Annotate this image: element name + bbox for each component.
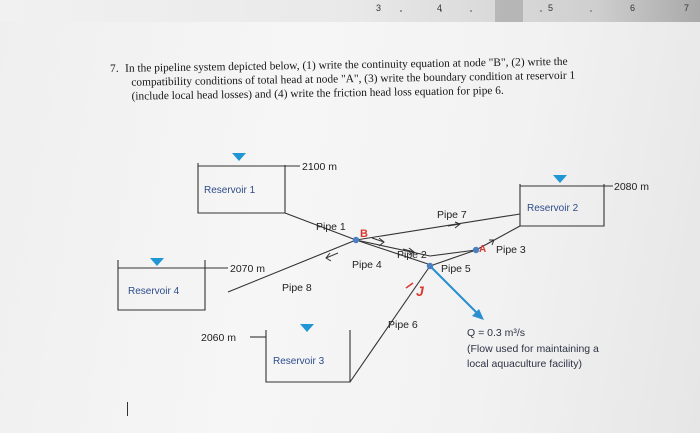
flow-arrow: [325, 252, 339, 262]
reservoir-4: 2070 m Reservoir 4: [117, 258, 265, 311]
flow-arrow: [447, 221, 461, 229]
ruler-tick: [540, 10, 542, 12]
pipe-6: [349, 265, 431, 383]
pipe-3: [475, 225, 521, 251]
reservoir-1-label: Reservoir 1: [204, 185, 256, 196]
node-b-label: B: [360, 228, 368, 240]
text-cursor: [127, 402, 128, 416]
ruler: 3 4 5 6 7: [0, 0, 700, 22]
pipe-6-label: Pipe 6: [388, 319, 418, 331]
reservoir-2: 2080 m Reservoir 2: [519, 175, 649, 227]
flow-note-line-1: (Flow used for maintaining a: [467, 343, 599, 355]
pipe-2-label: Pipe 2: [397, 249, 427, 261]
flow-arrow: [486, 239, 495, 246]
water-level-icon: [300, 324, 314, 332]
pipe-4: [355, 239, 429, 265]
flow-arrow: [402, 247, 415, 256]
flow-arrows: [325, 221, 495, 262]
node-j-label: J: [416, 283, 425, 299]
ruler-mark-3: 3: [376, 3, 382, 13]
pipe-8-label: Pipe 8: [282, 282, 312, 294]
node-b: B: [352, 228, 368, 244]
flow-arrow: [371, 237, 385, 247]
reservoir-2-elevation: 2080 m: [614, 181, 649, 193]
reservoir-3: 2060 m Reservoir 3: [201, 324, 351, 383]
ruler-mark-7: 7: [684, 3, 690, 13]
pipe-4-label: Pipe 4: [352, 259, 382, 271]
pipe-2b: [429, 249, 477, 257]
reservoir-1: 2100 m Reservoir 1: [197, 153, 337, 214]
reservoir-2-label: Reservoir 2: [527, 203, 579, 214]
pipe-5: [429, 249, 477, 267]
outflow-arrow-icon: [472, 309, 484, 320]
pipe-3-label: Pipe 3: [496, 244, 526, 256]
ruler-tick: [590, 10, 592, 12]
node-a: A: [472, 244, 486, 255]
ruler-tick: [440, 10, 442, 12]
node-j: J: [405, 262, 434, 299]
outflow-pipe: [429, 265, 479, 315]
pipe-2: [355, 239, 431, 257]
reservoir-4-elevation: 2070 m: [230, 263, 265, 275]
pipe-7-label: Pipe 7: [437, 209, 467, 221]
reservoir-3-elevation: 2060 m: [201, 332, 236, 344]
reservoir-1-elevation: 2100 m: [302, 161, 337, 173]
flow-rate-label: Q = 0.3 m³/s: [467, 327, 525, 339]
pipe-1: [284, 212, 357, 241]
pipes: [227, 212, 521, 383]
pipe-1-label: Pipe 1: [316, 221, 346, 233]
water-level-icon: [232, 153, 246, 161]
reservoir-4-label: Reservoir 4: [128, 286, 180, 297]
water-level-icon: [553, 175, 567, 183]
ruler-indent-marker[interactable]: [495, 0, 523, 22]
ruler-mark-4: 4: [437, 3, 443, 13]
ruler-mark-6: 6: [630, 3, 636, 13]
ruler-tick: [470, 10, 472, 12]
node-a-label: A: [479, 244, 486, 255]
pipe-7: [355, 213, 521, 241]
ruler-tick: [400, 10, 402, 12]
pipe-5-label: Pipe 5: [441, 263, 471, 275]
ruler-mark-5: 5: [548, 3, 554, 13]
reservoir-3-label: Reservoir 3: [273, 356, 325, 367]
water-level-icon: [150, 258, 164, 266]
pipe-8: [227, 239, 357, 293]
flow-note-line-2: local aquaculture facility): [467, 358, 582, 370]
